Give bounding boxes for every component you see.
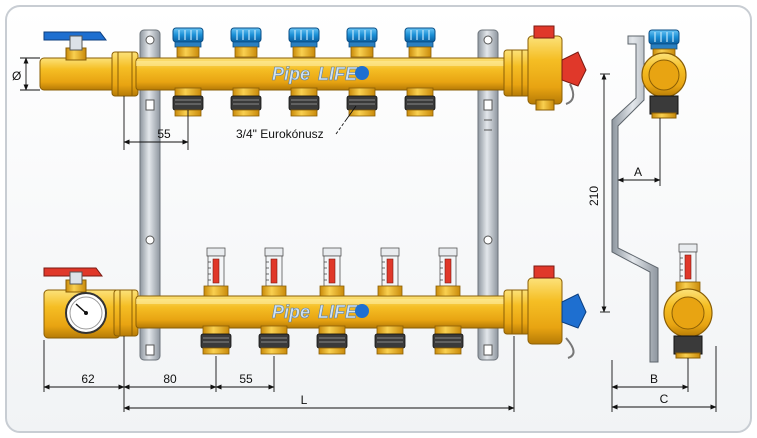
dim-total-length: L <box>301 393 308 407</box>
dim-side-b: B <box>650 372 658 386</box>
brand-logo-bottom: Pipe LIFE <box>272 302 369 322</box>
dim-side-c: C <box>660 392 669 406</box>
svg-text:Pipe: Pipe <box>272 64 310 84</box>
svg-text:LIFE: LIFE <box>318 302 358 322</box>
brand-logo-top: Pipe LIFE <box>272 64 369 84</box>
dim-side-a: A <box>634 165 642 179</box>
dim-diameter: Ø <box>12 69 21 83</box>
dim-vertical-distance: 210 <box>587 186 601 206</box>
dim-outlet-spacing-top: 55 <box>157 127 171 141</box>
dim-first-outlet: 80 <box>163 372 177 386</box>
side-view <box>611 29 713 363</box>
top-manifold: Pipe LIFE <box>39 25 587 117</box>
dim-outlet-spacing: 55 <box>239 372 253 386</box>
left-bracket <box>139 29 161 361</box>
dimension-lines <box>20 57 717 412</box>
drain-valve-blue-icon[interactable] <box>561 293 587 329</box>
drain-valve-red-icon[interactable] <box>561 51 587 87</box>
svg-text:Pipe: Pipe <box>272 302 310 322</box>
bottom-manifold: Pipe LIFE <box>43 247 587 359</box>
svg-text:LIFE: LIFE <box>318 64 358 84</box>
dim-inlet-offset: 62 <box>81 372 95 386</box>
right-bracket <box>477 29 499 361</box>
label-eurocone: 3/4" Eurokónusz <box>236 127 324 141</box>
